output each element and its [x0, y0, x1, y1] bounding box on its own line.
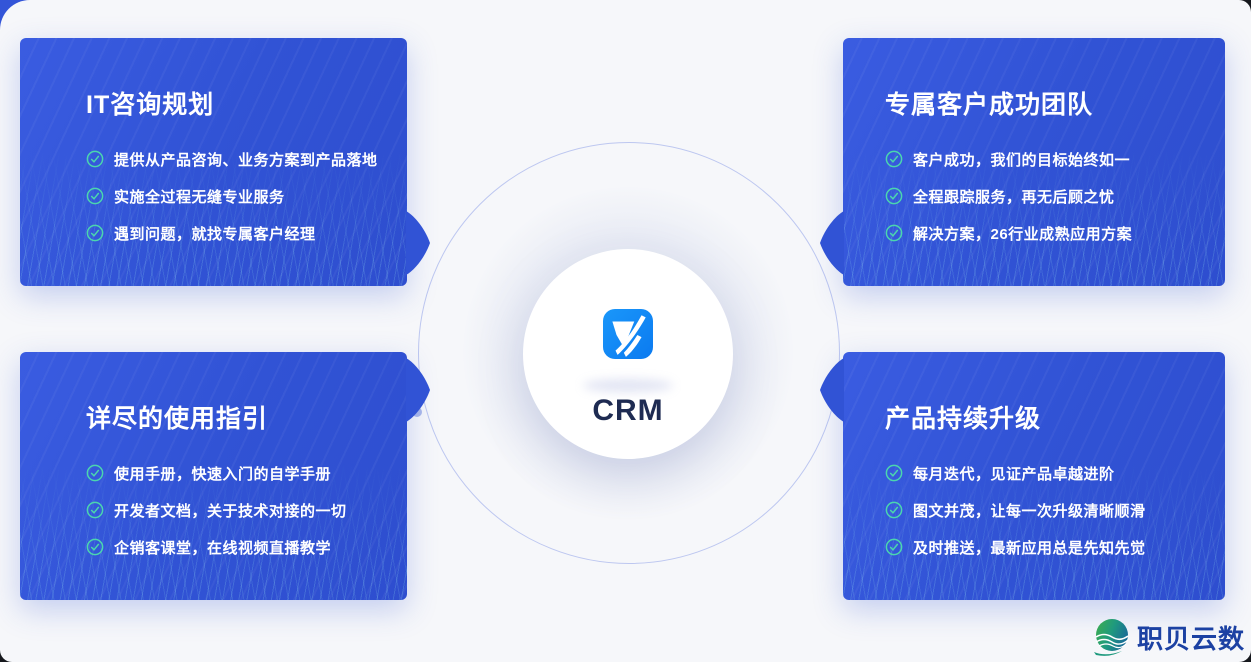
- feature-item-text: 遇到问题，就找专属客户经理: [114, 225, 316, 243]
- feature-item-text: 图文并茂，让每一次升级清晰顺滑: [913, 502, 1146, 520]
- check-circle-icon: [885, 150, 903, 168]
- wave-globe-icon: [1093, 619, 1129, 656]
- feature-item: 解决方案，26行业成熟应用方案: [885, 222, 1201, 244]
- feature-item: 客户成功，我们的目标始终如一: [885, 148, 1201, 170]
- card-title: 产品持续升级: [885, 405, 1042, 433]
- feature-list: 使用手册，快速入门的自学手册 开发者文档，关于技术对接的一切 企销客课堂，在线视…: [86, 462, 383, 558]
- feature-item-text: 解决方案，26行业成熟应用方案: [913, 225, 1133, 243]
- card-pointer-notch: [406, 211, 430, 275]
- feature-item-text: 每月迭代，见证产品卓越进阶: [913, 465, 1115, 483]
- feature-list: 每月迭代，见证产品卓越进阶 图文并茂，让每一次升级清晰顺滑 及时推送，最新应用总…: [885, 462, 1201, 558]
- feature-item: 实施全过程无缝专业服务: [86, 185, 383, 207]
- orbit-ring: [418, 142, 840, 564]
- brand-logo[interactable]: 职贝云数: [1092, 616, 1245, 658]
- feature-card-usage-guide: 详尽的使用指引 使用手册，快速入门的自学手册 开发者文档，关于技术对接的一切 企…: [20, 352, 430, 600]
- card-pointer-notch: [406, 358, 430, 422]
- check-circle-icon: [86, 187, 104, 205]
- card-title: IT咨询规划: [86, 91, 215, 119]
- check-circle-icon: [86, 150, 104, 168]
- feature-item: 企销客课堂，在线视频直播教学: [86, 536, 383, 558]
- feature-item: 图文并茂，让每一次升级清晰顺滑: [885, 499, 1201, 521]
- check-circle-icon: [86, 501, 104, 519]
- feature-item-text: 提供从产品咨询、业务方案到产品落地: [114, 151, 378, 169]
- check-circle-icon: [885, 464, 903, 482]
- feature-item-text: 实施全过程无缝专业服务: [114, 188, 285, 206]
- feature-list: 提供从产品咨询、业务方案到产品落地 实施全过程无缝专业服务 遇到问题，就找专属客…: [86, 148, 383, 244]
- brand-name: 职贝云数: [1136, 623, 1245, 654]
- feature-item-text: 及时推送，最新应用总是先知先觉: [913, 539, 1146, 557]
- check-circle-icon: [885, 501, 903, 519]
- crm-label: CRM: [592, 394, 664, 427]
- card-pointer-notch: [820, 211, 844, 275]
- feature-item: 使用手册，快速入门的自学手册: [86, 462, 383, 484]
- logo-shadow: [583, 379, 673, 392]
- feature-card-it-consulting: IT咨询规划 提供从产品咨询、业务方案到产品落地 实施全过程无缝专业服务 遇到问…: [20, 38, 430, 286]
- check-circle-icon: [885, 187, 903, 205]
- card-title: 详尽的使用指引: [86, 405, 269, 433]
- card-title: 专属客户成功团队: [885, 91, 1094, 119]
- feature-item-text: 企销客课堂，在线视频直播教学: [114, 539, 332, 557]
- feature-card-customer-success-team: 专属客户成功团队 客户成功，我们的目标始终如一 全程跟踪服务，再无后顾之忧 解决…: [820, 38, 1225, 286]
- card-pointer-notch: [820, 358, 844, 422]
- check-circle-icon: [86, 224, 104, 242]
- feature-item-text: 开发者文档，关于技术对接的一切: [114, 502, 347, 520]
- crm-hub-circle: CRM: [523, 249, 733, 459]
- feature-list: 客户成功，我们的目标始终如一 全程跟踪服务，再无后顾之忧 解决方案，26行业成熟…: [885, 148, 1201, 244]
- feature-card-product-upgrade: 产品持续升级 每月迭代，见证产品卓越进阶 图文并茂，让每一次升级清晰顺滑 及时推…: [820, 352, 1225, 600]
- feature-item-text: 全程跟踪服务，再无后顾之忧: [913, 188, 1115, 206]
- feature-item: 提供从产品咨询、业务方案到产品落地: [86, 148, 383, 170]
- check-circle-icon: [86, 538, 104, 556]
- feature-item: 每月迭代，见证产品卓越进阶: [885, 462, 1201, 484]
- feature-item: 开发者文档，关于技术对接的一切: [86, 499, 383, 521]
- feature-item: 全程跟踪服务，再无后顾之忧: [885, 185, 1201, 207]
- check-circle-icon: [885, 538, 903, 556]
- feature-item-text: 客户成功，我们的目标始终如一: [913, 151, 1131, 169]
- check-circle-icon: [885, 224, 903, 242]
- feature-item-text: 使用手册，快速入门的自学手册: [114, 465, 332, 483]
- feature-item: 遇到问题，就找专属客户经理: [86, 222, 383, 244]
- check-circle-icon: [86, 464, 104, 482]
- crm-logo-icon: [603, 309, 653, 359]
- feature-item: 及时推送，最新应用总是先知先觉: [885, 536, 1201, 558]
